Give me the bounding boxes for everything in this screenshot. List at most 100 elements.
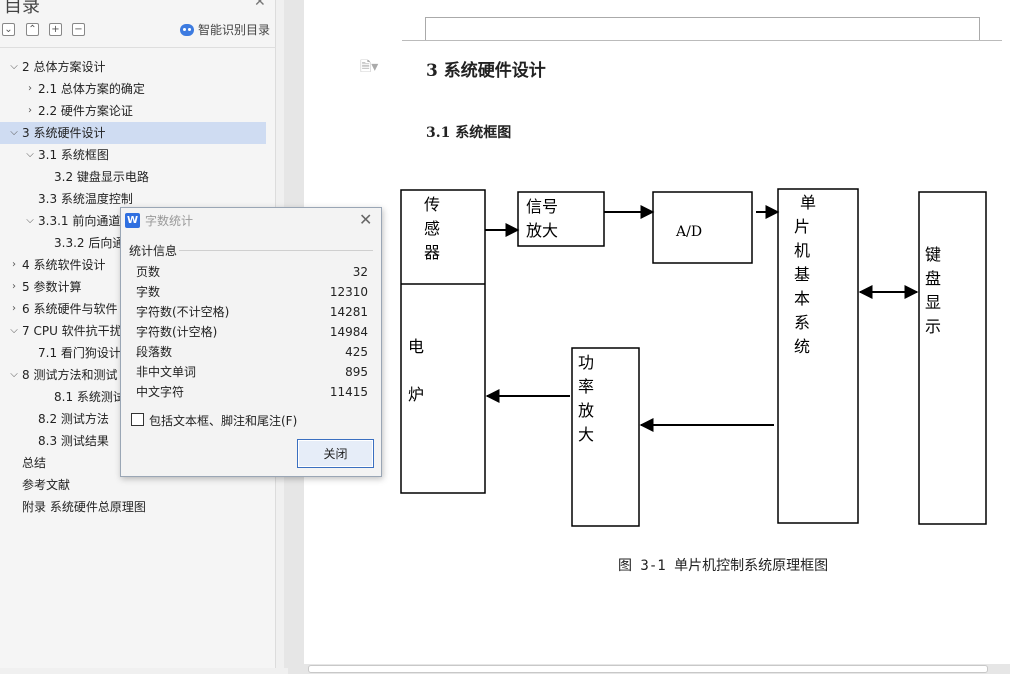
toc-item[interactable]: 8.3 测试结果 <box>0 430 276 452</box>
toc-item-label: 2.2 硬件方案论证 <box>38 104 133 118</box>
toc-item[interactable]: 参考文献 <box>0 474 276 496</box>
signal-amp-line: 信号 <box>526 197 558 216</box>
stat-row: 字数 12310 <box>136 282 368 302</box>
toc-item[interactable]: 8.2 测试方法 <box>0 408 276 430</box>
signal-amp-box <box>517 191 605 247</box>
power-char: 功 <box>578 353 594 372</box>
stat-label: 字数 <box>136 285 161 299</box>
toc-item-label: 附录 系统硬件总原理图 <box>22 500 146 514</box>
toc-item[interactable]: › 6 系统硬件与软件 <box>0 298 276 320</box>
stat-label: 字符数(不计空格) <box>136 305 230 319</box>
toc-item-label: 2 总体方案设计 <box>22 60 106 74</box>
toc-item-label: 5 参数计算 <box>22 280 82 294</box>
toc-item[interactable]: › 5 参数计算 <box>0 276 276 298</box>
toc-item[interactable]: 8.1 系统测试 <box>0 386 276 408</box>
add-heading-icon[interactable]: + <box>49 23 62 36</box>
stat-value: 11415 <box>329 385 368 399</box>
keyboard-display-box <box>918 191 987 525</box>
close-button[interactable]: 关闭 <box>297 439 374 468</box>
stats-group-label: 统计信息 <box>129 244 178 258</box>
chevron-down-icon[interactable]: ⌵ <box>10 325 18 336</box>
toc-item[interactable]: ⌵8 测试方法和测试 <box>0 364 276 386</box>
furnace-char: 电 <box>408 337 424 356</box>
dialog-close-icon[interactable]: ✕ <box>359 210 373 229</box>
toc-item[interactable]: 附录 系统硬件总原理图 <box>0 496 276 518</box>
mcu-char: 本 <box>794 289 810 308</box>
toc-item[interactable]: ›2.1 总体方案的确定 <box>0 78 276 100</box>
smart-toc-button[interactable]: 智能识别目录 <box>180 21 270 38</box>
chevron-right-icon[interactable]: › <box>12 303 16 314</box>
document-page: 🗎▾ 3 系统硬件设计 3.1 系统框图 传 感 器 <box>304 0 1010 664</box>
chevron-down-icon[interactable]: ⌵ <box>10 61 18 72</box>
chevron-down-icon[interactable]: ⌵ <box>26 215 34 226</box>
include-textbox-checkbox[interactable] <box>131 413 144 426</box>
ad-box <box>652 191 753 264</box>
toc-item[interactable]: 3.3 系统温度控制 <box>0 188 276 210</box>
dialog-title: 字数统计 <box>145 214 194 228</box>
toc-item-label: 3.2 键盘显示电路 <box>54 170 149 184</box>
toc-item[interactable]: 7.1 看门狗设计 <box>0 342 276 364</box>
toc-item-label: 3.1 系统框图 <box>38 148 109 162</box>
stat-value: 895 <box>345 365 368 379</box>
chevron-down-icon[interactable]: ⌵ <box>26 149 34 160</box>
toc-item-label: 6 系统硬件与软件 <box>22 302 118 316</box>
stat-row: 非中文单词 895 <box>136 362 368 382</box>
smart-toc-label: 智能识别目录 <box>198 23 271 37</box>
mcu-char: 机 <box>794 241 810 260</box>
toc-item[interactable]: ⌵3 系统硬件设计 <box>0 122 266 144</box>
stat-row: 字符数(不计空格)14281 <box>136 302 368 322</box>
page-header-frame <box>425 17 980 41</box>
toc-item-label: 3.3 系统温度控制 <box>38 192 133 206</box>
chevron-right-icon[interactable]: › <box>12 281 16 292</box>
stat-value: 12310 <box>329 285 368 299</box>
h-scroll-thumb[interactable] <box>308 665 988 673</box>
toc-item[interactable]: ⌵ 3.1 系统框图 <box>0 144 276 166</box>
toc-item-label: 3.3.2 后向通 <box>54 236 125 250</box>
toc-item-label: 8.2 测试方法 <box>38 412 109 426</box>
document-h-scrollbar[interactable] <box>288 664 1010 674</box>
toc-item[interactable]: ⌵3.3.1 前向通道: <box>0 210 276 232</box>
chevron-down-icon[interactable]: ⌵ <box>10 369 18 380</box>
robot-icon <box>180 23 194 36</box>
signal-amp-label: 信号 放大 <box>526 197 558 240</box>
page-header-line <box>402 40 1002 41</box>
stat-label: 页数 <box>136 265 161 279</box>
toc-item-label: 8.3 测试结果 <box>38 434 109 448</box>
toc-item-label: 7 CPU 软件抗干扰 <box>22 324 122 338</box>
heading-system-block: 3.1 系统框图 <box>426 125 512 141</box>
stat-label: 中文字符 <box>136 385 185 399</box>
toc-item[interactable]: › 2.2 硬件方案论证 <box>0 100 276 122</box>
toc-item[interactable]: 总结 <box>0 452 276 474</box>
toc-item[interactable]: ⌵ 2 总体方案设计 <box>0 56 276 78</box>
sensor-char: 感 <box>424 219 440 238</box>
collapse-all-icon[interactable]: ⌄ <box>2 23 15 36</box>
wps-app-icon: W <box>125 213 140 228</box>
chevron-right-icon[interactable]: › <box>28 83 32 94</box>
dialog-titlebar[interactable]: W 字数统计 ✕ <box>121 208 381 234</box>
sensor-char: 器 <box>424 243 440 262</box>
include-textbox-label[interactable]: 包括文本框、脚注和尾注(F) <box>149 414 298 428</box>
stat-value: 14984 <box>329 325 368 339</box>
stat-label: 字符数(计空格) <box>136 325 218 339</box>
toc-close-icon[interactable]: ✕ <box>254 0 266 10</box>
expand-up-icon[interactable]: ⌃ <box>26 23 39 36</box>
chevron-down-icon[interactable]: ⌵ <box>10 127 18 138</box>
toc-item-label: 4 系统软件设计 <box>22 258 106 272</box>
stat-label: 非中文单词 <box>136 365 197 379</box>
chevron-right-icon[interactable]: › <box>28 105 32 116</box>
document-icon[interactable]: 🗎▾ <box>360 59 379 75</box>
kbd-char: 显 <box>925 293 941 312</box>
remove-heading-icon[interactable]: − <box>72 23 85 36</box>
power-char: 率 <box>578 377 594 396</box>
toc-item[interactable]: 3.2 键盘显示电路 <box>0 166 276 188</box>
toc-item[interactable]: 3.3.2 后向通 <box>0 232 276 254</box>
toc-item[interactable]: ⌵ 7 CPU 软件抗干扰 <box>0 320 276 342</box>
chevron-right-icon[interactable]: › <box>12 259 16 270</box>
toc-item[interactable]: › 4 系统软件设计 <box>0 254 276 276</box>
toc-item-label: 7.1 看门狗设计 <box>38 346 121 360</box>
heading-system-hardware: 3 系统硬件设计 <box>426 61 546 81</box>
toc-item-label: 总结 <box>22 456 47 470</box>
toc-title: 目录 <box>4 0 40 17</box>
signal-amp-line: 放大 <box>526 221 558 240</box>
